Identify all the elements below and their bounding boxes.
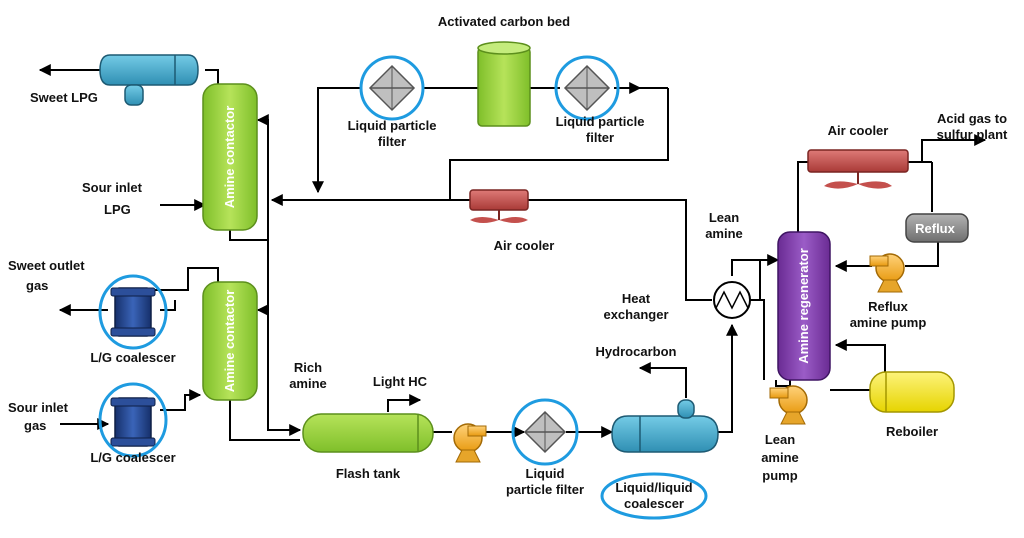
svg-text:Heat: Heat [622,291,651,306]
svg-text:Rich: Rich [294,360,322,375]
liquid-particle-filter-bottom [511,398,579,466]
flow-lines [38,64,987,441]
svg-text:filter: filter [586,130,614,145]
reboiler [869,371,955,413]
heat-exchanger [713,281,751,319]
svg-text:Liquid particle: Liquid particle [556,114,645,129]
liquid-liquid-coalescer [600,399,719,520]
svg-text:Sour inlet: Sour inlet [8,400,69,415]
amine-regenerator: Amine regenerator [777,231,831,381]
sweet-lpg-vessel [99,54,199,106]
lean-amine-pump [769,385,808,425]
svg-text:Acid gas to: Acid gas to [937,111,1007,126]
svg-text:Reflux: Reflux [915,221,956,236]
svg-text:L/G coalescer: L/G coalescer [90,350,175,365]
svg-text:sulfur plant: sulfur plant [937,127,1008,142]
flash-tank [302,413,434,453]
amine-contactor-bottom: Amine contactor [202,281,258,401]
liquid-particle-filter-right [554,55,620,121]
air-cooler-mid [469,189,529,223]
svg-text:Amine contactor: Amine contactor [222,106,237,209]
lg-coalescer-top [98,274,168,350]
svg-text:Hydrocarbon: Hydrocarbon [596,344,677,359]
svg-text:Sweet outlet: Sweet outlet [8,258,85,273]
activated-carbon-bed [477,41,531,127]
svg-text:Liquid: Liquid [526,466,565,481]
rich-amine-pump [453,423,487,463]
svg-text:Lean: Lean [765,432,795,447]
amine-contactor-top: Amine contactor [202,83,258,231]
svg-text:amine: amine [705,226,743,241]
svg-text:pump: pump [762,468,797,483]
labels: Activated carbon bed Sweet LPG Liquid pa… [8,14,1008,511]
label-activated-carbon-bed: Activated carbon bed [438,14,570,29]
reflux-drum: Reflux [905,213,969,243]
svg-text:Amine regenerator: Amine regenerator [796,248,811,364]
svg-text:Amine contactor: Amine contactor [222,290,237,393]
label-air-cooler-mid: Air cooler [494,238,555,253]
svg-text:Flash tank: Flash tank [336,466,401,481]
svg-text:coalescer: coalescer [624,496,684,511]
svg-text:LPG: LPG [104,202,131,217]
svg-text:Light HC: Light HC [373,374,428,389]
svg-text:amine: amine [761,450,799,465]
svg-text:Liquid particle: Liquid particle [348,118,437,133]
liquid-particle-filter-left [359,55,425,121]
svg-text:Sour inlet: Sour inlet [82,180,143,195]
air-cooler-top [807,149,909,189]
svg-text:Reflux: Reflux [868,299,909,314]
svg-text:gas: gas [26,278,48,293]
svg-text:Lean: Lean [709,210,739,225]
label-air-cooler-top: Air cooler [828,123,889,138]
svg-text:amine pump: amine pump [850,315,927,330]
svg-text:particle filter: particle filter [506,482,584,497]
label-sweet-lpg: Sweet LPG [30,90,98,105]
svg-text:filter: filter [378,134,406,149]
svg-text:amine: amine [289,376,327,391]
reflux-amine-pump [869,253,905,293]
svg-text:L/G coalescer: L/G coalescer [90,450,175,465]
svg-text:gas: gas [24,418,46,433]
svg-text:Reboiler: Reboiler [886,424,938,439]
lg-coalescer-bottom [98,382,168,458]
svg-text:exchanger: exchanger [603,307,668,322]
svg-text:Liquid/liquid: Liquid/liquid [615,480,692,495]
